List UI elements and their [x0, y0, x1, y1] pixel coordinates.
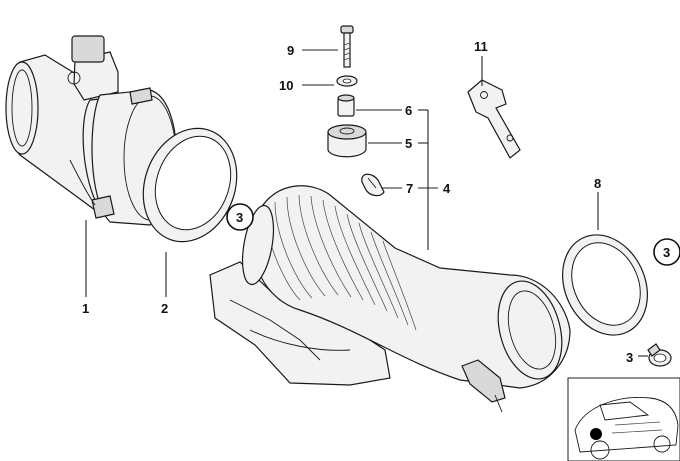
- air-mass-meter: [5, 35, 177, 226]
- callout-3-b: 3: [663, 245, 670, 260]
- callout-11: 11: [474, 39, 488, 54]
- callout-5: 5: [405, 136, 412, 151]
- rubber-mount-5: [327, 124, 367, 158]
- callout-3-c: 3: [626, 350, 633, 365]
- clamp-ring-8: [562, 234, 648, 336]
- engine-location-marker: [590, 428, 602, 440]
- washer-10: [336, 75, 358, 87]
- leader-lines: [85, 49, 648, 357]
- callout-8: 8: [594, 176, 601, 191]
- callout-10: 10: [279, 78, 293, 93]
- clamp-ring-2: [142, 127, 238, 243]
- callout-1: 1: [82, 301, 89, 316]
- sleeve-6: [337, 94, 355, 117]
- clip-7: [361, 173, 385, 197]
- callout-3-a: 3: [236, 210, 243, 225]
- bracket-11: [467, 79, 521, 159]
- callout-6: 6: [405, 103, 412, 118]
- callout-3-circle-a: [226, 203, 254, 231]
- intake-bellows: [209, 185, 571, 413]
- bolt-9: [340, 25, 354, 68]
- callout-9: 9: [287, 43, 294, 58]
- hose-clip-small: [647, 343, 672, 367]
- bellows-ribs: [264, 194, 417, 331]
- callout-2: 2: [161, 301, 168, 316]
- callout-7: 7: [406, 181, 413, 196]
- callout-labels: 1 2 3 3 3 4 5 6 7 8 9 10 11: [82, 39, 680, 365]
- car-locator-inset: [567, 377, 680, 461]
- callout-4: 4: [443, 181, 451, 196]
- callout-3-circle-b: [653, 238, 680, 266]
